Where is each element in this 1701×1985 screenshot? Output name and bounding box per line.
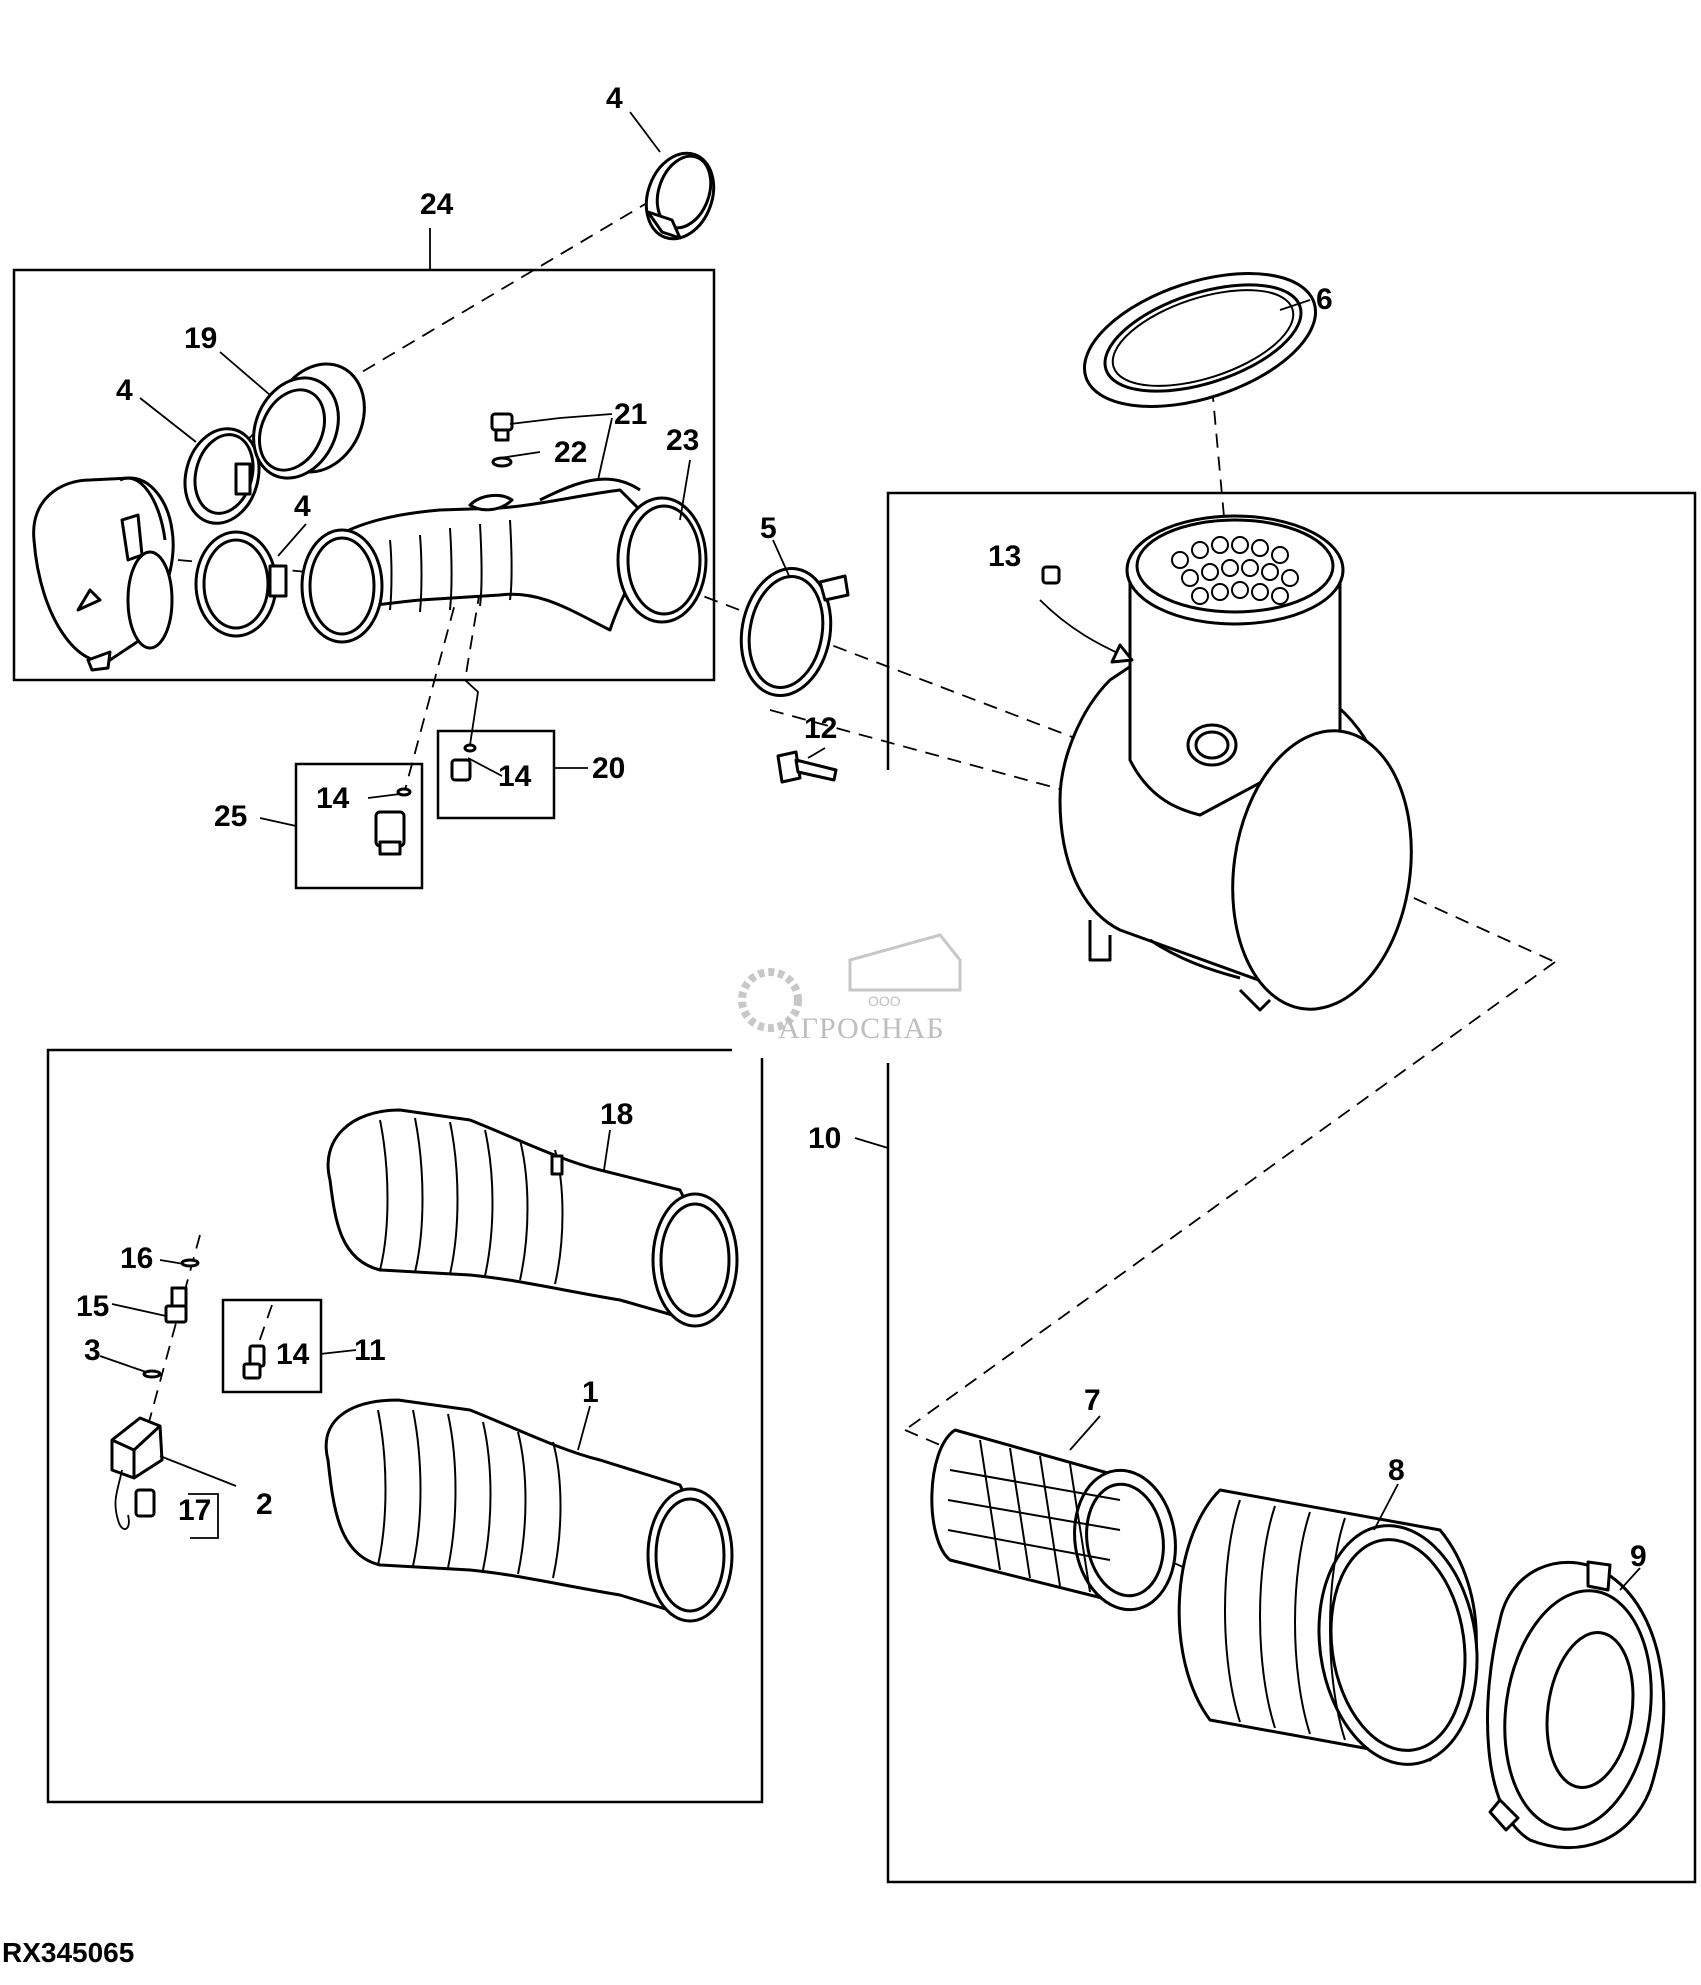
cover-part-9: [1486, 1560, 1666, 1850]
callout-18: 18: [600, 1098, 633, 1131]
washer-part-22: [491, 456, 513, 468]
callout-3: 3: [84, 1334, 101, 1367]
sensor-part-25: [374, 787, 412, 856]
callout-15: 15: [76, 1290, 109, 1323]
group-box-alt-hoses: [46, 1048, 764, 1804]
plug-part-21: [490, 412, 514, 442]
callout-10: 10: [808, 1122, 841, 1155]
callout-8: 8: [1388, 1454, 1405, 1487]
air-hose-part-18: [326, 1108, 739, 1328]
bolt-part-12: [776, 750, 838, 784]
callout-16: 16: [120, 1242, 153, 1275]
callout-9: 9: [1630, 1540, 1647, 1573]
cyclone-tubes: [1171, 536, 1299, 605]
callout-4-top: 4: [606, 82, 623, 115]
watermark-large-text: АГРОСНАБ: [778, 1012, 945, 1045]
callout-6: 6: [1316, 283, 1333, 316]
sensor-part-20: [450, 743, 477, 782]
fitting-part-15: [164, 1286, 188, 1324]
callout-1: 1: [582, 1376, 599, 1409]
valve-part-13: [1041, 565, 1061, 585]
callout-12: 12: [804, 712, 837, 745]
callout-2: 2: [256, 1488, 273, 1521]
callout-11: 11: [354, 1334, 386, 1367]
switch-part-2: [110, 1416, 164, 1530]
callout-19: 19: [184, 322, 217, 355]
sensor-part-11: [242, 1344, 266, 1380]
air-hose-part-23: [300, 477, 708, 644]
group-box-20: [436, 729, 556, 820]
hose-clamp-part-4-mid: [194, 530, 288, 638]
callout-4-left: 4: [116, 374, 133, 407]
callout-22: 22: [554, 436, 587, 469]
group-box-24: [12, 228, 716, 682]
group-box-11: [221, 1298, 323, 1394]
callout-7: 7: [1084, 1384, 1101, 1417]
hose-clamp-part-4-left: [183, 427, 261, 525]
washer-part-16: [180, 1258, 200, 1268]
callout-23: 23: [666, 424, 699, 457]
air-intake-elbow: [32, 476, 175, 672]
callout-13: 13: [988, 540, 1021, 573]
callout-24: 24: [420, 188, 454, 221]
leader-lines: [99, 111, 1641, 1591]
secondary-filter-part-7: [930, 1428, 1177, 1612]
callout-21: 21: [614, 398, 647, 431]
callout-14-box20: 14: [498, 760, 532, 793]
seal-ring-part-6: [1082, 272, 1318, 408]
callout-20: 20: [592, 752, 625, 785]
band-clamp-part-5: [739, 567, 850, 697]
air-hose-part-1: [324, 1398, 734, 1623]
callout-17: 17: [178, 1494, 211, 1527]
connector-part-17: [134, 1488, 156, 1518]
callout-4-mid: 4: [294, 490, 311, 523]
air-cleaner-housing: [1058, 514, 1413, 1012]
callouts: 4 24 6 19 4 21 22 23 4 5 13 12 14 20 14 …: [76, 82, 1647, 1573]
figure-reference-code: RX345065: [2, 1937, 134, 1968]
callout-25: 25: [214, 800, 247, 833]
callout-14-box25: 14: [316, 782, 350, 815]
washer-part-3: [142, 1369, 162, 1379]
arrow-13-head: [1110, 643, 1134, 664]
watermark-logo: ООО АГРОСНАБ: [738, 933, 962, 1045]
group-box-10: [886, 491, 1697, 1884]
callout-5: 5: [760, 512, 777, 545]
primary-filter-part-8: [1177, 1488, 1479, 1766]
callout-14-box11: 14: [276, 1338, 310, 1371]
adapter-part-19: [252, 362, 366, 480]
watermark-small-text: ООО: [868, 993, 901, 1009]
arrow-13: [1039, 599, 1123, 656]
hose-clamp-part-4-top: [644, 151, 716, 241]
